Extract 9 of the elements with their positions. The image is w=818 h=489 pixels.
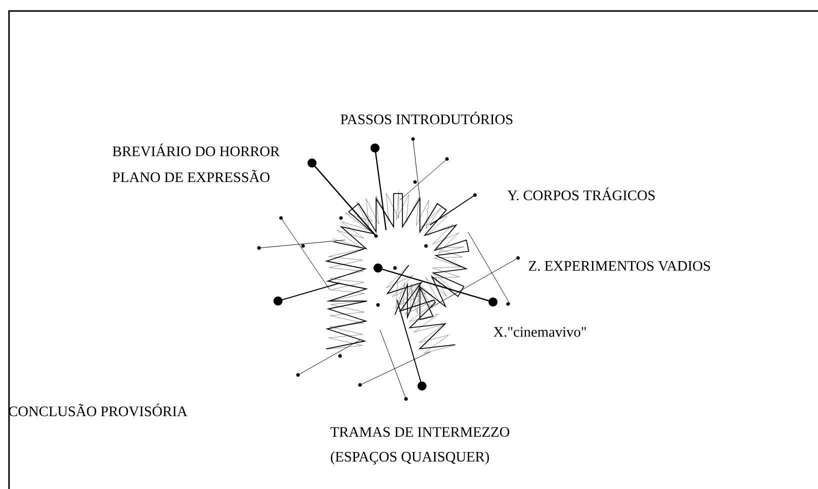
label: PLANO DE EXPRESSÃO xyxy=(112,170,270,182)
label: BREVIÁRIO DO HORROR xyxy=(112,144,280,156)
label: Y. CORPOS TRÁGICOS xyxy=(507,188,655,200)
label: (ESPAÇOS QUAISQUER) xyxy=(330,451,489,465)
label: CONCLUSÃO PROVISÓRIA xyxy=(8,404,188,416)
label: Z. EXPERIMENTOS VADIOS xyxy=(528,261,710,271)
label: PASSOS INTRODUTÓRIOS xyxy=(340,112,512,124)
label: TRAMAS DE INTERMEZZO xyxy=(330,427,510,437)
label: X."cinemavivo" xyxy=(494,327,586,337)
